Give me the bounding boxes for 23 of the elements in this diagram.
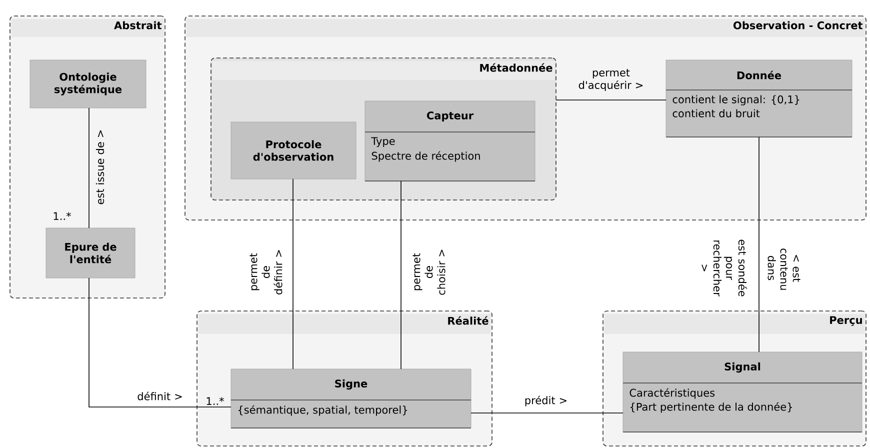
edge-label: permet de définir >: [250, 250, 282, 294]
edge-label: est sondée pour rechercher >: [702, 240, 747, 296]
multiplicity-label: 1..*: [54, 212, 71, 220]
association-label: < est contenu dans: [768, 248, 800, 290]
connector-line: [470, 412, 624, 414]
class-box: Capteur Type Spectre de réception: [364, 100, 536, 182]
class-box: Epure de l'entité: [46, 228, 136, 278]
class-box: Signal Caractéristiques {Part pertinente de la donnée}: [622, 352, 862, 432]
class-box: Ontologie systémique: [30, 60, 146, 108]
edge-label: permet d'acquérir >: [578, 68, 643, 92]
connector-line: [292, 178, 294, 370]
edge-label: prédit >: [525, 396, 566, 406]
edge-label: est issue de >: [96, 130, 104, 204]
class-box: Protocole d'observation: [230, 122, 356, 180]
class-box: Signe {sémantique, spatial, temporel}: [230, 368, 472, 428]
multiplicity-label: 1..*: [206, 397, 224, 405]
class-box: Donnée contient le signal: {0,1} contient du bruit: [666, 60, 852, 138]
connector-line: [88, 278, 232, 408]
connector-line: [400, 180, 402, 370]
edge-label: définit >: [138, 392, 182, 400]
edge-label: permet de choisir >: [412, 250, 446, 295]
connector-line: [88, 108, 90, 228]
connector-line: [758, 136, 760, 352]
